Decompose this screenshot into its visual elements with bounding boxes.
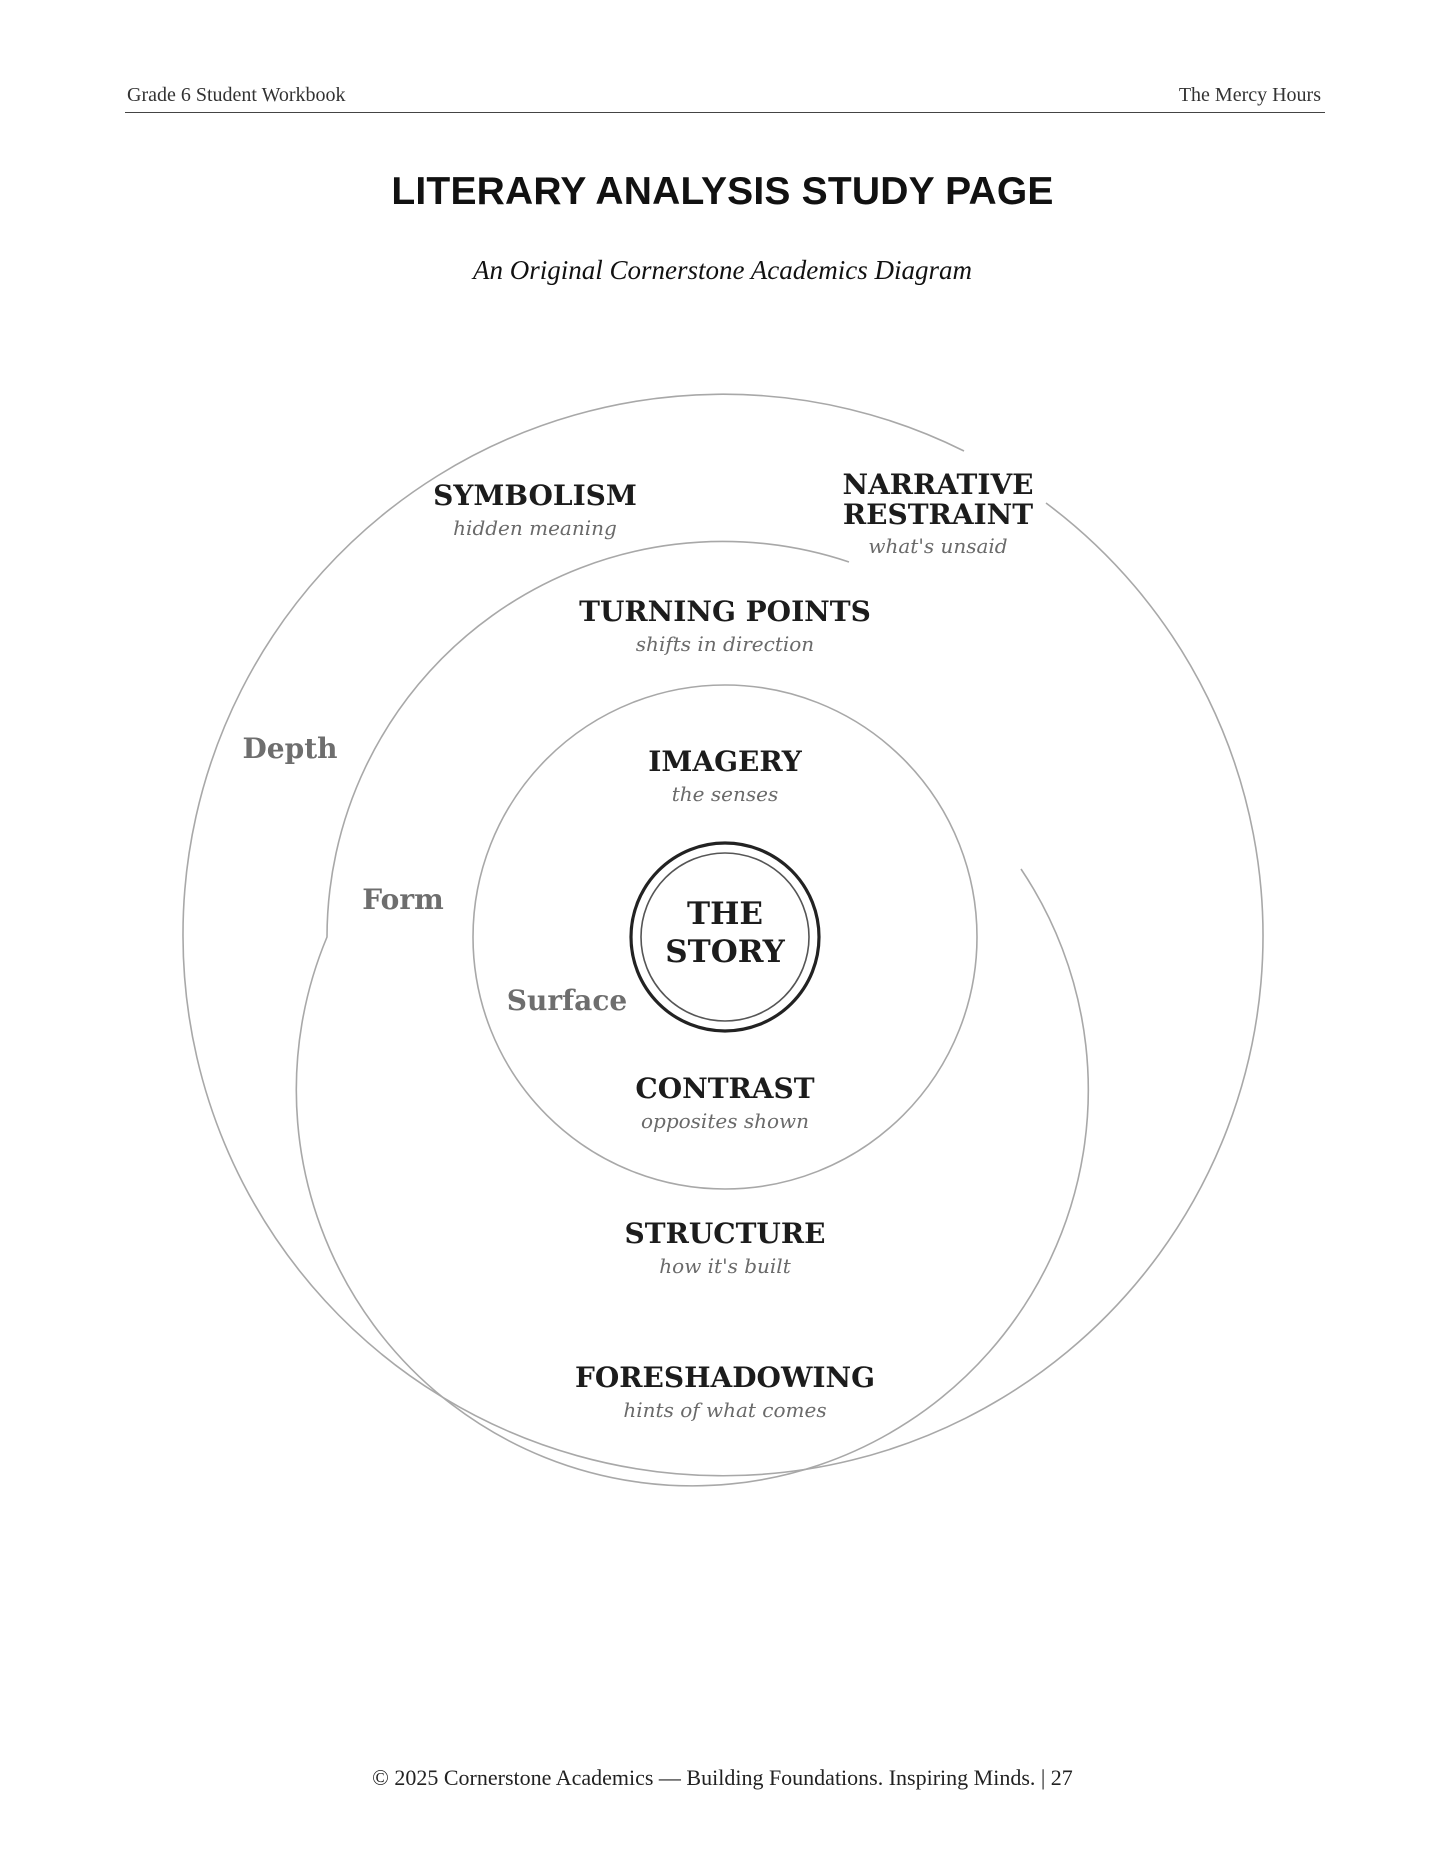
symbolism-desc: hidden meaning	[453, 516, 617, 540]
narrative-restraint-label-line1: NARRATIVE	[842, 468, 1033, 501]
surface-ring	[472, 684, 978, 1190]
depth-ring	[182, 393, 1264, 1477]
core-label-line1: THE	[687, 896, 763, 932]
turning-points-label: TURNING POINTS	[579, 595, 871, 628]
contrast-desc: opposites shown	[641, 1109, 809, 1133]
core-circle-inner	[640, 852, 810, 1022]
header-book-title: The Mercy Hours	[1178, 84, 1321, 106]
ring-name-depth: Depth	[243, 732, 338, 765]
page-title: LITERARY ANALYSIS STUDY PAGE	[391, 170, 1054, 213]
form-ring	[295, 540, 1090, 1487]
foreshadowing-label: FORESHADOWING	[575, 1361, 875, 1394]
page-footer: © 2025 Cornerstone Academics — Building …	[372, 1765, 1073, 1790]
ring-name-form: Form	[362, 883, 443, 916]
core-label-line2: STORY	[665, 934, 785, 970]
page-subtitle: An Original Cornerstone Academics Diagra…	[473, 255, 972, 285]
narrative-restraint-label-line2: RESTRAINT	[843, 498, 1033, 531]
imagery-desc: the senses	[672, 782, 778, 806]
narrative-restraint-desc: what's unsaid	[868, 534, 1007, 558]
structure-desc: how it's built	[659, 1254, 791, 1278]
turning-points-desc: shifts in direction	[636, 632, 814, 656]
ring-name-surface: Surface	[507, 984, 627, 1017]
running-header: Grade 6 Student Workbook The Mercy Hours	[125, 82, 1325, 113]
foreshadowing-desc: hints of what comes	[623, 1398, 826, 1422]
symbolism-label: SYMBOLISM	[433, 479, 637, 512]
core-circle-outer	[629, 841, 821, 1033]
structure-label: STRUCTURE	[625, 1217, 826, 1250]
imagery-label: IMAGERY	[648, 745, 802, 778]
header-workbook-label: Grade 6 Student Workbook	[127, 84, 346, 106]
contrast-label: CONTRAST	[635, 1072, 814, 1105]
